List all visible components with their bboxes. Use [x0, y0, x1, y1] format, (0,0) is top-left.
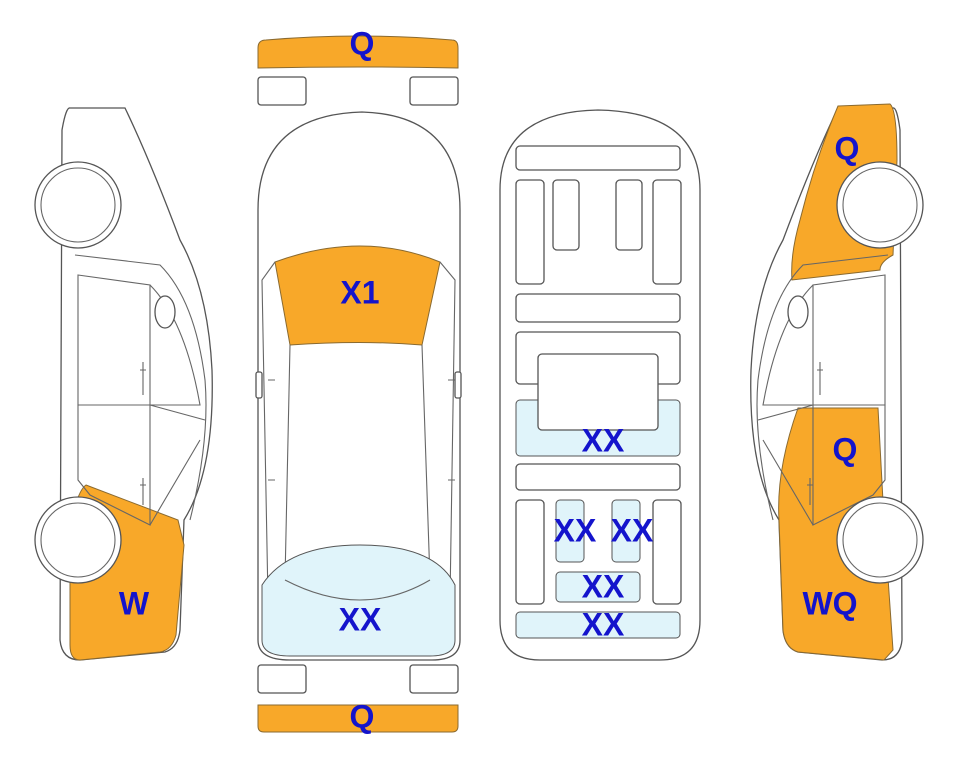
interior-middle-panel-label: XX — [582, 422, 625, 458]
top-left-mirror — [255, 371, 263, 399]
left-side-rear-label: W — [119, 585, 150, 621]
interior-front-right-seat — [615, 179, 643, 251]
top-left-door-lines — [268, 379, 275, 481]
top-right-a-pillar — [439, 261, 456, 601]
interior-rear-bar — [515, 463, 681, 491]
interior-front-right-strip — [652, 179, 682, 285]
right-side-front-wheel-inner — [842, 167, 918, 243]
top-left-a-pillar — [261, 261, 276, 601]
top-rear-bumper-label: Q — [350, 698, 375, 734]
top-body — [257, 111, 461, 661]
right-side-window-rear — [812, 404, 886, 526]
right-side-front-label: Q — [835, 130, 860, 166]
interior-front-left-strip — [515, 179, 545, 285]
left-side-front-wheel — [34, 161, 122, 249]
top-right-mirror — [454, 371, 462, 399]
top-front-bumper[interactable] — [257, 35, 459, 69]
left-side-pillar — [149, 284, 201, 406]
top-rear-right-light — [409, 664, 459, 694]
interior-trunk[interactable] — [515, 611, 681, 639]
top-rear-deck — [284, 579, 431, 601]
interior-bar — [515, 293, 681, 323]
interior-view: XX XX XX XX XX — [499, 109, 701, 661]
right-side-view: Q Q WQ — [750, 103, 924, 661]
right-side-door-line — [757, 404, 814, 526]
left-side-mirror — [154, 295, 176, 329]
left-side-window-rear — [77, 404, 151, 526]
left-side-rear-wheel-inner — [40, 502, 116, 578]
right-side-rear-wheel-inner — [842, 502, 918, 578]
left-side-view: W — [34, 107, 213, 661]
left-side-rear-handle — [140, 478, 146, 505]
interior-rear-right-strip — [652, 499, 682, 605]
top-right-door-lines — [448, 379, 455, 481]
right-side-front-handle — [817, 362, 823, 395]
interior-trunk-label: XX — [582, 606, 625, 642]
right-side-pillar — [762, 284, 814, 406]
left-side-roofline — [74, 254, 207, 521]
top-roof — [284, 344, 431, 581]
top-rear-bumper[interactable] — [257, 704, 459, 733]
interior-rear-left-strip — [515, 499, 545, 605]
top-front-bumper-label: Q — [350, 25, 375, 61]
left-side-front-handle — [140, 362, 146, 395]
right-side-rear-door-label: Q — [833, 431, 858, 467]
right-side-damage-rear[interactable] — [778, 407, 894, 661]
top-view: Q X1 XX Q — [255, 25, 462, 734]
top-rear-left-light — [257, 664, 307, 694]
interior-left-seat-label: XX — [554, 512, 597, 548]
interior-dash — [515, 145, 681, 171]
right-side-front-wheel — [836, 161, 924, 249]
interior-front-left-seat — [552, 179, 580, 251]
top-front-left-light — [257, 76, 307, 106]
interior-right-seat-label: XX — [611, 512, 654, 548]
top-windshield-label: X1 — [340, 274, 379, 310]
left-side-front-wheel-inner — [40, 167, 116, 243]
interior-rear-seat[interactable] — [555, 571, 641, 603]
right-side-mirror — [787, 295, 809, 329]
right-side-rear-label: WQ — [802, 585, 857, 621]
interior-rear-seat-label: XX — [582, 568, 625, 604]
top-rear-window-label: XX — [339, 601, 382, 637]
interior-left-seat[interactable] — [555, 499, 585, 563]
interior-right-seat[interactable] — [611, 499, 641, 563]
right-side-rear-wheel — [836, 496, 924, 584]
left-side-door-line — [149, 404, 206, 526]
interior-console — [537, 353, 659, 431]
right-side-rear-handle — [807, 478, 813, 505]
left-side-rear-wheel — [34, 496, 122, 584]
right-side-roofline — [756, 254, 889, 521]
top-front-right-light — [409, 76, 459, 106]
